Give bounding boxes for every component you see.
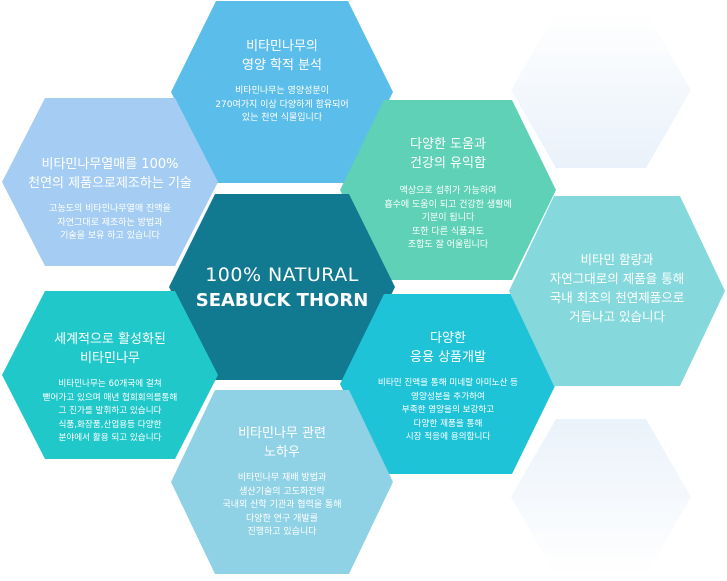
hexagon-firsts [509,196,725,386]
hex-applications-body: 비타민 진액을 통해 미네랄 아미노산 등 영양성분을 추가하여 부족한 영양을… [377,378,519,442]
hex-global-body: 비타민나무는 60개국에 걸쳐 뻗어가고 있으며 매년 협회회의를통해 그 진가… [42,379,178,443]
hex-applications-title: 다양한 응용 상품개발 [410,331,486,365]
hexagon-applications [340,294,556,474]
hex-knowhow-title: 비타민나무 관련 노하우 [238,426,326,460]
hex-technology-title: 비타민나무열매를 100% 천연의 제품으로제조하는 기술 [28,157,192,191]
hex-technology-content: 비타민나무열매를 100% 천연의 제품으로제조하는 기술 고농도의 비타민나무… [8,155,212,244]
hexagon-benefits [340,100,556,280]
hexagon-nutrition [171,1,393,183]
hex-nutrition-body: 비타민나무는 영양성분이 270여가지 이상 다양하게 함유되어 있는 천연 식… [215,86,349,123]
hex-global-content: 세계적으로 활성화된 비타민나무 비타민나무는 60개국에 걸쳐 뻗어가고 있으… [8,330,212,446]
hex-center-content: 100% NATURAL SEABUCK THORN [180,262,384,314]
hexagon-technology [2,98,218,266]
ghost-hexagon-bottom-right [511,419,691,575]
hex-knowhow-body: 비타민나무 재배 방법과 생산기술의 고도화전략 국내외 산학 기관과 협력을 … [222,473,342,537]
hex-benefits-body: 액상으로 섭취가 가능하여 흡수에 도움이 되고 건강한 생활에 기분이 됩니다… [384,186,512,250]
hex-global-title: 세계적으로 활성화된 비타민나무 [54,332,166,366]
hex-benefits-title: 다양한 도움과 건강의 유익함 [410,137,486,171]
hex-technology-body: 고농도의 비타민나무열매 진액을 자연그대로 제조하는 방법과 기술을 보유 하… [49,204,171,241]
hex-firsts-content: 비타민 함량과 자연그대로의 제품을 통해 국내 최초의 천연제품으로 거듭나고… [519,250,715,326]
hex-firsts-title: 비타민 함량과 자연그대로의 제품을 통해 국내 최초의 천연제품으로 거듭나고… [549,252,685,324]
hex-nutrition-title: 비타민나무의 영양 학적 분석 [241,39,323,73]
hexagon-knowhow [171,390,393,574]
hex-benefits-content: 다양한 도움과 건강의 유익함 액상으로 섭취가 가능하여 흡수에 도움이 되고… [356,135,540,253]
hex-applications-content: 다양한 응용 상품개발 비타민 진액을 통해 미네랄 아미노산 등 영양성분을 … [352,329,544,445]
center-title-line2: SEABUCK THORN [195,290,369,311]
hex-nutrition-content: 비타민나무의 영양 학적 분석 비타민나무는 영양성분이 270여가지 이상 다… [190,37,374,126]
hexagon-center [169,194,395,380]
hex-knowhow-content: 비타민나무 관련 노하우 비타민나무 재배 방법과 생산기술의 고도화전략 국내… [190,424,374,540]
center-title-line1: 100% NATURAL [205,264,359,286]
ghost-hexagon-top-right [511,12,691,168]
hexagon-global [2,291,218,459]
